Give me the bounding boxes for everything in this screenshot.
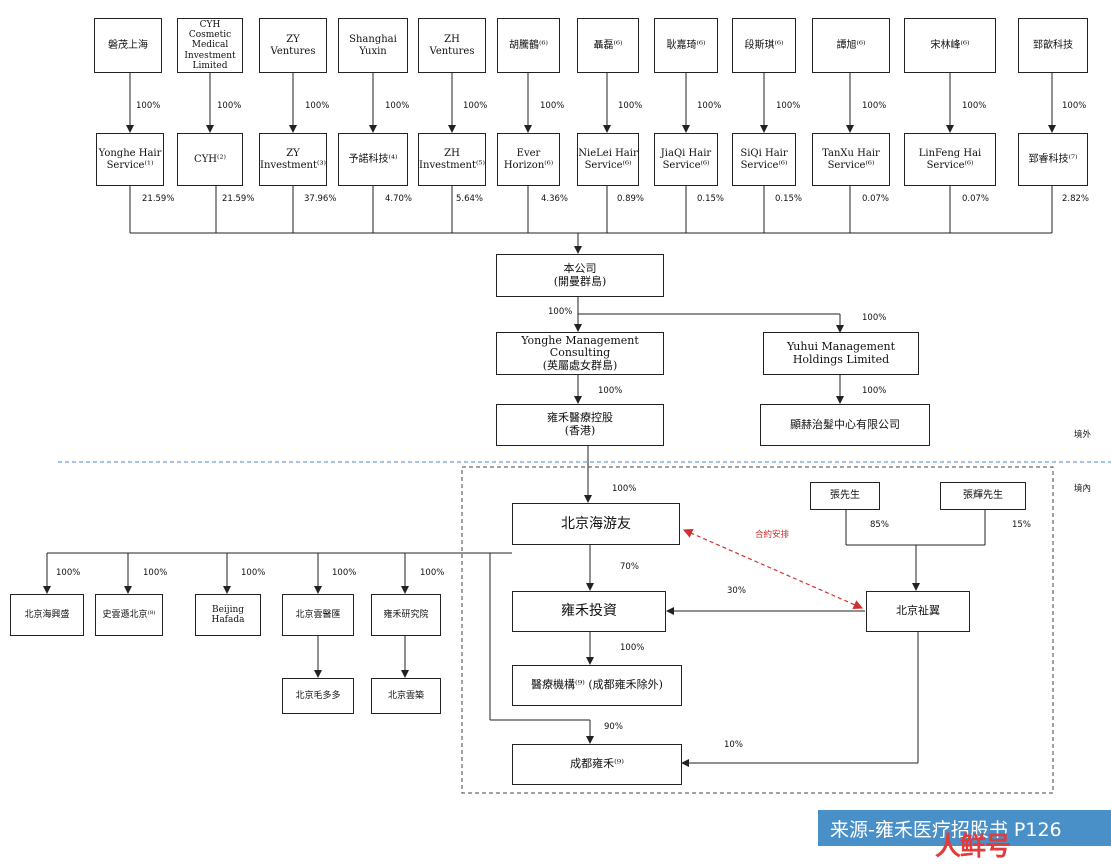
offshore-label: 境外 [1074, 430, 1092, 440]
hk-holding-box: 雍禾醫療控股 (香港) [496, 404, 664, 446]
pct-label: 100% [136, 101, 161, 111]
holding-entity-box: JiaQi Hair Service⁽⁶⁾ [654, 133, 718, 186]
subsidiary-box: 北京海興盛 [10, 594, 84, 636]
owner-box: CYH Cosmetic Medical Investment Limited [177, 18, 243, 73]
holding-entity-box: ZY Investment⁽³⁾ [259, 133, 327, 186]
owner-box: 聶磊⁽⁶⁾ [577, 18, 639, 73]
pct-yuhui-xianhe: 100% [862, 386, 887, 396]
sub-pct-label: 100% [241, 568, 266, 578]
zhiyi-box: 北京祉翼 [866, 591, 970, 632]
pct-label: 100% [962, 101, 987, 111]
pct-company-yonghe: 100% [548, 307, 573, 317]
yuhui-management-box: Yuhui Management Holdings Limited [763, 332, 919, 375]
haiyou-box: 北京海游友 [512, 503, 680, 545]
contract-arrangement-label: 合約安排 [755, 530, 790, 540]
company-box: 本公司 (開曼群島) [496, 254, 664, 297]
holding-pct-label: 0.07% [962, 194, 990, 204]
pct-label: 100% [463, 101, 488, 111]
holding-entity-box: Yonghe Hair Service⁽¹⁾ [96, 133, 164, 186]
pct-label: 100% [305, 101, 330, 111]
yonghe-management-box: Yonghe Management Consulting (英屬處女群島) [496, 332, 664, 375]
pct-haiyou-invest: 70% [620, 562, 639, 572]
owner-box: 磐茂上海 [94, 18, 162, 73]
holding-pct-label: 4.36% [541, 194, 569, 204]
pct-label: 100% [618, 101, 643, 111]
mr-zhang-hui-box: 張輝先生 [940, 482, 1026, 510]
yonghe-invest-box: 雍禾投資 [512, 591, 666, 632]
holding-pct-label: 2.82% [1062, 194, 1090, 204]
subsidiary-box: Beijing Hafada [195, 594, 261, 636]
holding-entity-box: ZH Investment⁽⁵⁾ [418, 133, 486, 186]
owner-box: ZY Ventures [259, 18, 327, 73]
pct-label: 100% [862, 101, 887, 111]
owner-box: 宋林峰⁽⁶⁾ [904, 18, 996, 73]
holding-pct-label: 21.59% [142, 194, 175, 204]
mao-duoduo-box: 北京毛多多 [282, 678, 354, 714]
pct-label: 100% [540, 101, 565, 111]
holding-pct-label: 0.15% [775, 194, 803, 204]
pct-zhang-hui: 15% [1012, 520, 1031, 530]
pct-invest-med: 100% [620, 643, 645, 653]
holding-entity-box: SiQi Hair Service⁽⁶⁾ [732, 133, 796, 186]
holding-pct-label: 0.07% [862, 194, 890, 204]
pct-zhiyi-invest: 30% [727, 586, 746, 596]
pct-label: 100% [776, 101, 801, 111]
holding-entity-box: 予諾科技⁽⁴⁾ [338, 133, 408, 186]
holding-entity-box: Ever Horizon⁽⁶⁾ [497, 133, 560, 186]
owner-box: 段斯琪⁽⁶⁾ [732, 18, 796, 73]
holding-pct-label: 37.96% [304, 194, 337, 204]
holding-pct-label: 0.89% [617, 194, 645, 204]
source-credit: 来源-雍禾医疗招股书 P126 [818, 810, 1111, 846]
holding-entity-box: LinFeng Hai Service⁽⁶⁾ [904, 133, 996, 186]
sub-pct-label: 100% [143, 568, 168, 578]
holding-entity-box: CYH⁽²⁾ [177, 133, 243, 186]
pct-company-yuhui: 100% [862, 313, 887, 323]
owner-box: 郅歆科技 [1018, 18, 1088, 73]
pct-label: 100% [217, 101, 242, 111]
mr-zhang-box: 張先生 [810, 482, 880, 510]
subsidiary-box: 雍禾研究院 [371, 594, 441, 636]
pct-haiyou-chengdu: 90% [604, 722, 623, 732]
owner-box: Shanghai Yuxin [338, 18, 408, 73]
owner-box: ZH Ventures [418, 18, 486, 73]
watermark-logo: 人鲜号 [935, 832, 1011, 862]
subsidiary-box: 史雲遜北京⁽⁸⁾ [95, 594, 163, 636]
pct-yonghe-hk: 100% [598, 386, 623, 396]
subsidiary-box: 北京雲醫匯 [282, 594, 354, 636]
pct-label: 100% [1062, 101, 1087, 111]
holding-entity-box: NieLei Hair Service⁽⁶⁾ [577, 133, 639, 186]
holding-entity-box: 郅睿科技⁽⁷⁾ [1018, 133, 1088, 186]
pct-hk-haiyou: 100% [612, 484, 637, 494]
holding-pct-label: 4.70% [385, 194, 413, 204]
pct-label: 100% [385, 101, 410, 111]
sub-pct-label: 100% [332, 568, 357, 578]
pct-zhiyi-chengdu: 10% [724, 740, 743, 750]
medical-institution-box: 醫療機構⁽⁹⁾ (成都雍禾除外) [512, 665, 682, 706]
sub-pct-label: 100% [420, 568, 445, 578]
pct-zhang: 85% [870, 520, 889, 530]
xianhe-box: 顯赫治髮中心有限公司 [760, 404, 930, 446]
chengdu-yonghe-box: 成都雍禾⁽⁹⁾ [512, 744, 682, 785]
owner-box: 耿嘉琦⁽⁶⁾ [654, 18, 718, 73]
holding-entity-box: TanXu Hair Service⁽⁶⁾ [812, 133, 890, 186]
yun-zhu-box: 北京雲築 [371, 678, 441, 714]
holding-pct-label: 21.59% [222, 194, 255, 204]
owner-box: 譚旭⁽⁶⁾ [812, 18, 890, 73]
sub-pct-label: 100% [56, 568, 81, 578]
pct-label: 100% [697, 101, 722, 111]
owner-box: 胡騰鶴⁽⁶⁾ [497, 18, 560, 73]
holding-pct-label: 0.15% [697, 194, 725, 204]
holding-pct-label: 5.64% [456, 194, 484, 204]
onshore-label: 境內 [1074, 484, 1092, 494]
